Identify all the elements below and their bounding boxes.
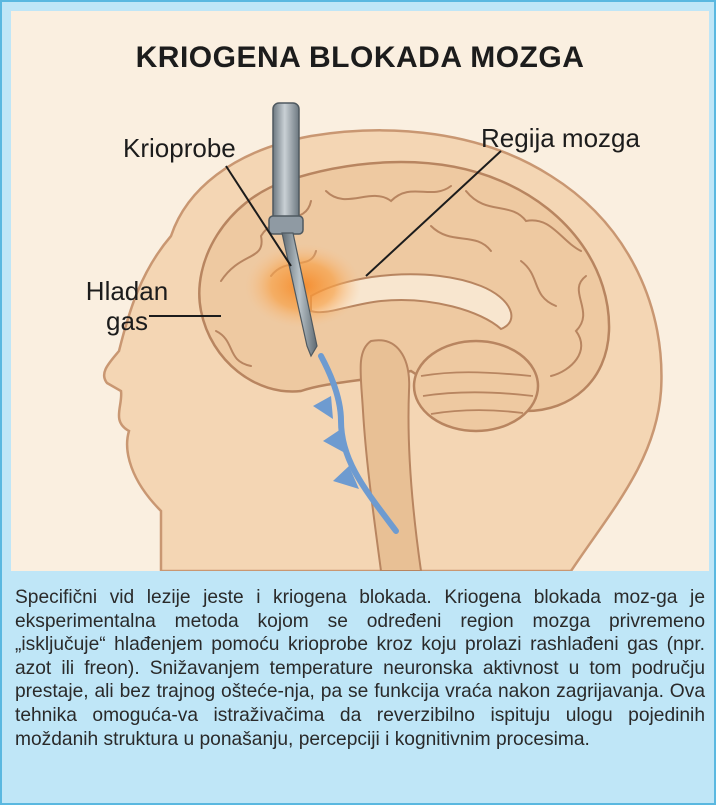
label-hladan-gas: Hladan gas bbox=[77, 276, 177, 336]
brain-illustration: KRIOGENA BLOKADA MOZGA Krioprobe Regija … bbox=[11, 11, 709, 571]
caption-text: Specifični vid lezije jeste i kriogena b… bbox=[15, 586, 705, 798]
label-krioprobe: Krioprobe bbox=[123, 133, 236, 164]
cerebellum bbox=[414, 341, 538, 431]
figure-title: KRIOGENA BLOKADA MOZGA bbox=[11, 41, 709, 75]
label-regija-mozga: Regija mozga bbox=[481, 123, 640, 154]
